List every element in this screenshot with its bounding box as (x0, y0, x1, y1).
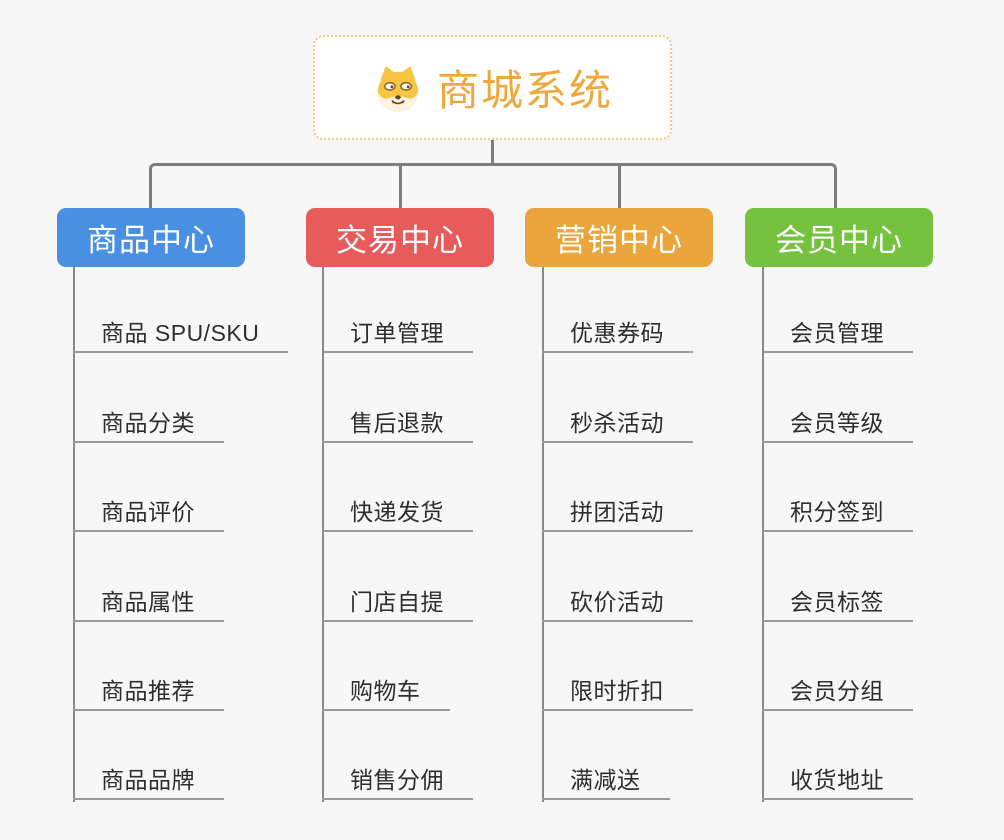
leaf-node[interactable]: 商品推荐 (73, 678, 224, 711)
branch-spine-connector (73, 267, 75, 802)
leaf-node[interactable]: 限时折扣 (542, 678, 693, 711)
leaf-node[interactable]: 商品 SPU/SKU (73, 320, 289, 353)
leaf-node[interactable]: 会员标签 (762, 589, 913, 622)
branch-label: 营销中心 (555, 223, 683, 258)
leaf-node[interactable]: 商品属性 (73, 589, 224, 622)
root-stem-connector (491, 139, 494, 166)
branch-drop-connector (399, 165, 402, 209)
leaf-node[interactable]: 优惠券码 (542, 320, 693, 353)
leaf-node[interactable]: 购物车 (322, 678, 450, 711)
leaf-node[interactable]: 满减送 (542, 767, 670, 800)
branch-rail-connector (149, 163, 837, 209)
leaf-node[interactable]: 销售分佣 (322, 767, 473, 800)
branch-node[interactable]: 交易中心 (306, 208, 494, 267)
leaf-node[interactable]: 商品品牌 (73, 767, 224, 800)
dog-face-icon (372, 62, 424, 114)
branch-spine-connector (322, 267, 324, 802)
branch-node[interactable]: 商品中心 (57, 208, 245, 267)
branch-spine-connector (762, 267, 764, 802)
leaf-node[interactable]: 会员管理 (762, 320, 913, 353)
branch-label: 商品中心 (87, 223, 215, 258)
branch-drop-connector (618, 165, 621, 209)
leaf-node[interactable]: 会员等级 (762, 410, 913, 443)
leaf-node[interactable]: 积分签到 (762, 499, 913, 532)
leaf-node[interactable]: 商品评价 (73, 499, 224, 532)
leaf-node[interactable]: 秒杀活动 (542, 410, 693, 443)
leaf-node[interactable]: 砍价活动 (542, 589, 693, 622)
leaf-node[interactable]: 门店自提 (322, 589, 473, 622)
branch-node[interactable]: 营销中心 (525, 208, 713, 267)
root-node[interactable]: 商城系统 (313, 35, 672, 140)
branch-node[interactable]: 会员中心 (745, 208, 933, 267)
leaf-node[interactable]: 拼团活动 (542, 499, 693, 532)
leaf-node[interactable]: 售后退款 (322, 410, 473, 443)
leaf-node[interactable]: 会员分组 (762, 678, 913, 711)
branch-spine-connector (542, 267, 544, 802)
root-title: 商城系统 (436, 67, 613, 114)
branch-label: 会员中心 (775, 223, 903, 258)
branch-label: 交易中心 (336, 223, 464, 258)
leaf-node[interactable]: 快递发货 (322, 499, 473, 532)
leaf-node[interactable]: 商品分类 (73, 410, 224, 443)
leaf-node[interactable]: 收货地址 (762, 767, 913, 800)
leaf-node[interactable]: 订单管理 (322, 320, 473, 353)
